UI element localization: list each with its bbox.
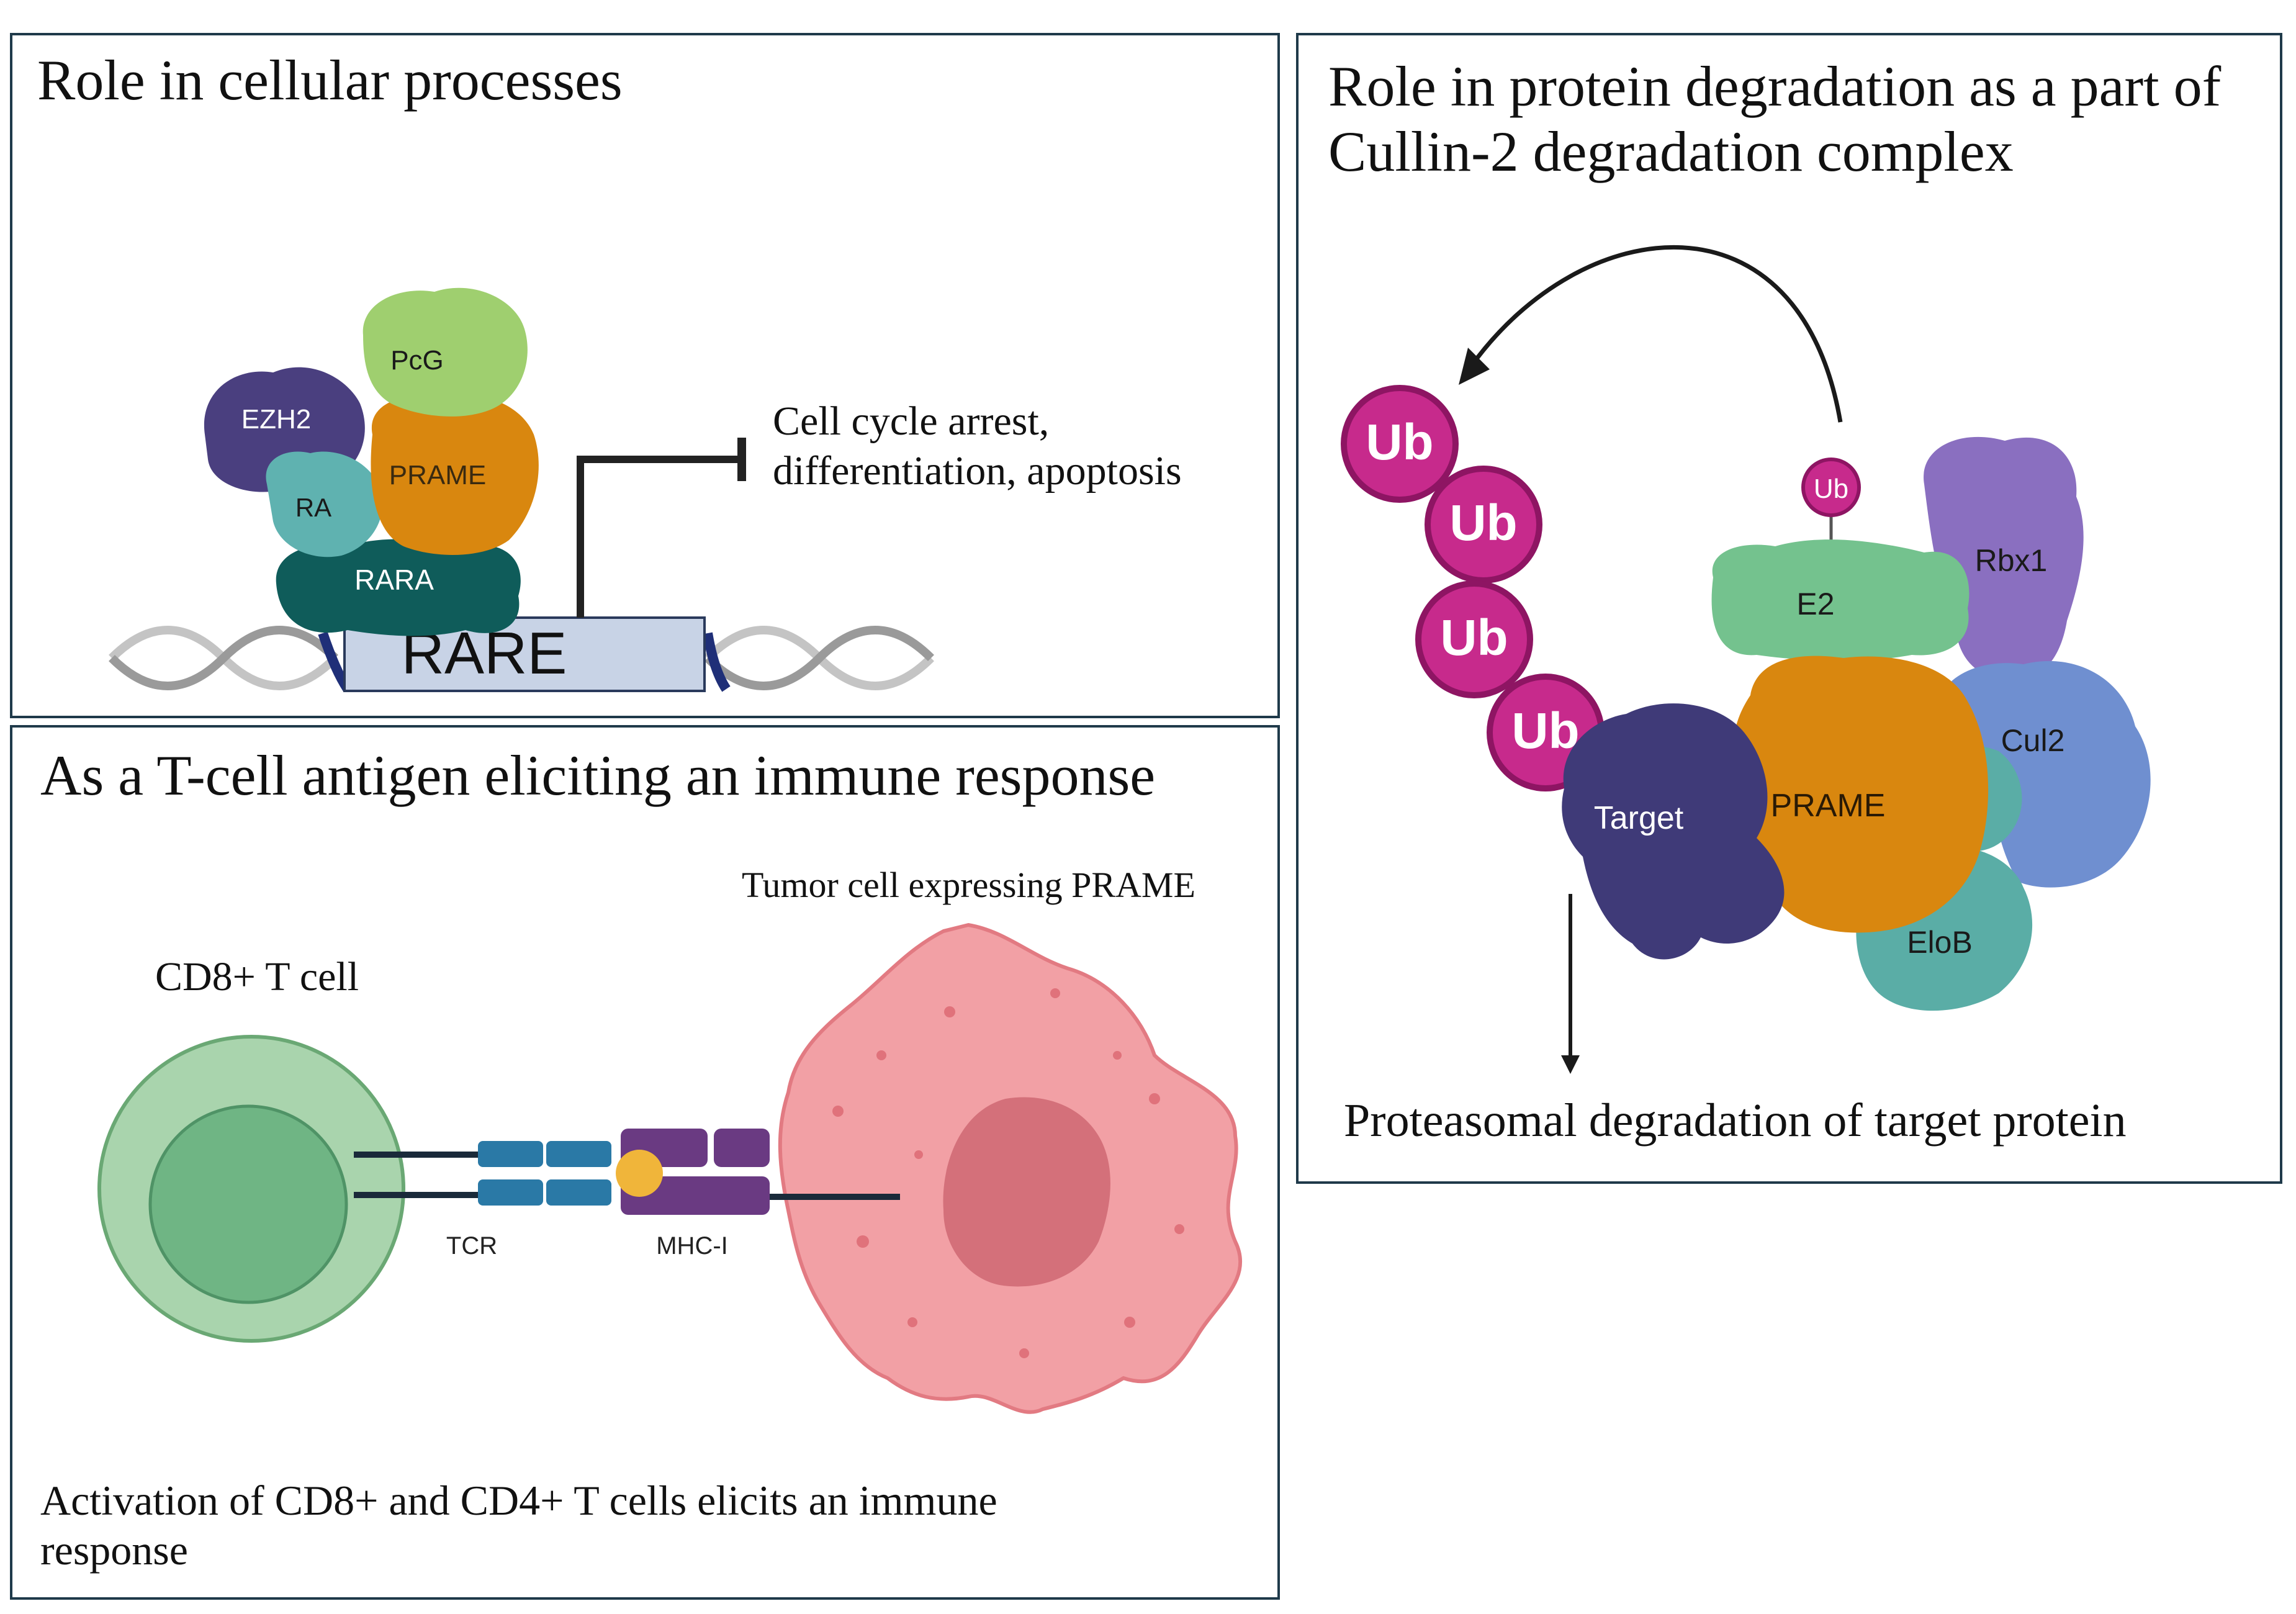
target-protein (1562, 703, 1785, 960)
ra-protein (266, 451, 383, 557)
degradation-caption: Proteasomal degradation of target protei… (1344, 1094, 2127, 1147)
immune-caption-line-2: response (40, 1526, 188, 1574)
pcg-protein (362, 287, 528, 417)
cul2-protein (1937, 660, 2151, 888)
elob-label: EloB (1907, 925, 1973, 960)
prame-protein-degradation (1730, 656, 1989, 933)
prame-label-cellular: PRAME (389, 460, 486, 490)
e2-protein (1711, 539, 1970, 661)
panel-cellular-frame (10, 33, 1280, 718)
ub-bead-1 (1341, 385, 1459, 503)
ubiquitin-transfer-arrow (1469, 245, 1843, 423)
ub-label-1: Ub (1366, 414, 1433, 471)
rara-protein (276, 539, 521, 636)
rara-label: RARA (354, 564, 434, 596)
ezh2-label: EZH2 (241, 404, 311, 435)
dna-helix (109, 626, 934, 692)
tumor-nucleus (943, 1097, 1110, 1287)
ub-small (1801, 458, 1861, 517)
inhibition-arrow (577, 456, 742, 618)
target-label: Target (1594, 800, 1684, 836)
prame-protein-cellular (371, 394, 539, 555)
tcell-nucleus (148, 1104, 348, 1304)
ubiquitin-transfer-arrowhead (1459, 348, 1490, 385)
ub-bead-2 (1425, 466, 1542, 584)
mhc-label: MHC-I (656, 1232, 728, 1260)
rbx1-label: Rbx1 (1975, 543, 2048, 578)
pcg-label: PcG (390, 345, 444, 376)
tcr-receptor (354, 1141, 611, 1206)
e2-label: E2 (1796, 587, 1834, 621)
peptide-antigen (616, 1150, 663, 1197)
panel-degradation-title-line-1: Role in protein degradation as a part of (1328, 55, 2222, 118)
ub-chain: Ub Ub Ub Ub (1341, 385, 1605, 791)
panel-cellular-title: Role in cellular processes (37, 48, 623, 112)
degradation-arrowhead (1561, 1055, 1580, 1074)
tcr-label: TCR (446, 1232, 497, 1260)
outcome-line-2: differentiation, apoptosis (773, 448, 1182, 494)
ub-bead-3 (1415, 580, 1533, 698)
panel-immune-title: As a T-cell antigen eliciting an immune … (40, 744, 1155, 807)
cul2-label: Cul2 (2001, 723, 2065, 758)
ub-label-4: Ub (1511, 703, 1579, 759)
tumor-label: Tumor cell expressing PRAME (742, 865, 1195, 905)
ub-label-2: Ub (1449, 495, 1517, 551)
ra-label: RA (295, 493, 331, 522)
immune-caption-line-1: Activation of CD8+ and CD4+ T cells elic… (40, 1477, 997, 1524)
panel-degradation-title-line-2: Cullin-2 degradation complex (1328, 120, 2014, 183)
tcell-label: CD8+ T cell (155, 954, 359, 999)
tumor-granules (832, 988, 1184, 1358)
prame-label-degradation: PRAME (1771, 788, 1886, 824)
ub-label-3: Ub (1440, 610, 1508, 666)
ub-small-label: Ub (1814, 474, 1848, 504)
outcome-line-1: Cell cycle arrest, (773, 399, 1049, 444)
